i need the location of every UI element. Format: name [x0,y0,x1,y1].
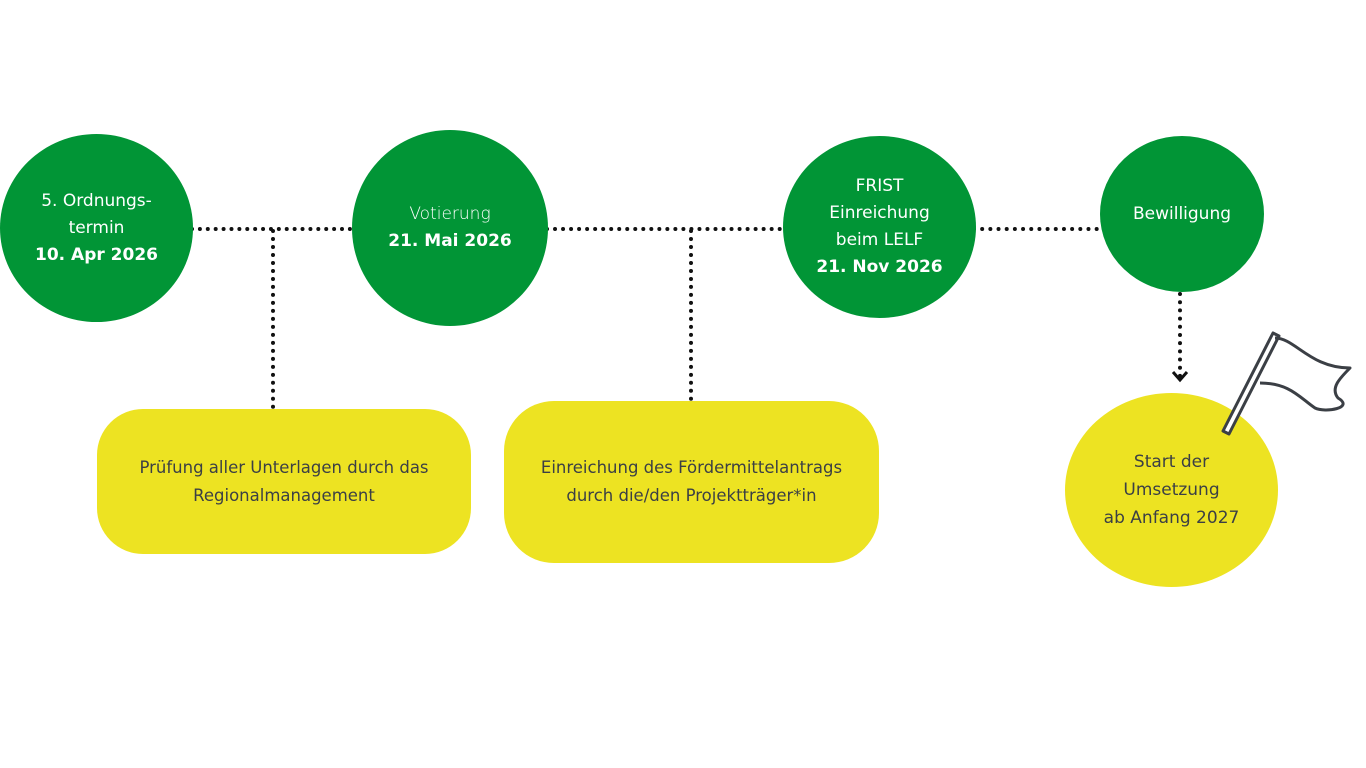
milestone-label: Einreichung [829,203,930,223]
milestone-label: beim LELF [835,230,924,250]
milestone-label: 5. Ordnungs- [41,190,152,211]
final-connector [1178,292,1182,378]
flag-icon [1221,331,1352,436]
milestone-ordnungstermin: 5. Ordnungs- termin 10. Apr 2026 [0,134,193,322]
milestone-date: 21. Nov 2026 [816,257,943,277]
milestone-frist: FRIST Einreichung beim LELF 21. Nov 2026 [783,136,976,318]
step-label: Einreichung des Fördermittelantrags [540,458,843,477]
step-connector [689,229,693,401]
arrow-down-icon [1171,371,1189,383]
milestone-date: 10. Apr 2026 [35,244,158,265]
step-connector [271,229,275,409]
step-label: durch die/den Projektträger*in [566,486,817,505]
step-label: Prüfung aller Unterlagen durch das [139,457,429,477]
final-label: ab Anfang 2027 [1103,508,1240,528]
milestone-label: Votierung [409,204,491,224]
final-label: Start der [1133,452,1210,472]
milestone-label: FRIST [855,176,904,196]
final-label: Umsetzung [1123,480,1220,500]
step-pruefung: Prüfung aller Unterlagen durch das Regio… [97,409,471,554]
timeline-connector [190,227,360,231]
milestone-date: 21. Mai 2026 [388,231,512,251]
final-start-umsetzung: Start der Umsetzung ab Anfang 2027 [1065,393,1278,587]
milestone-label: Bewilligung [1132,203,1232,224]
step-einreichung: Einreichung des Fördermittelantrags durc… [504,401,879,563]
timeline-connector [972,227,1107,231]
milestone-bewilligung: Bewilligung [1100,136,1264,292]
milestone-label: termin [68,217,125,238]
step-label: Regionalmanagement [193,485,375,505]
milestone-votierung: Votierung 21. Mai 2026 [352,130,548,326]
timeline-connector [545,227,790,231]
